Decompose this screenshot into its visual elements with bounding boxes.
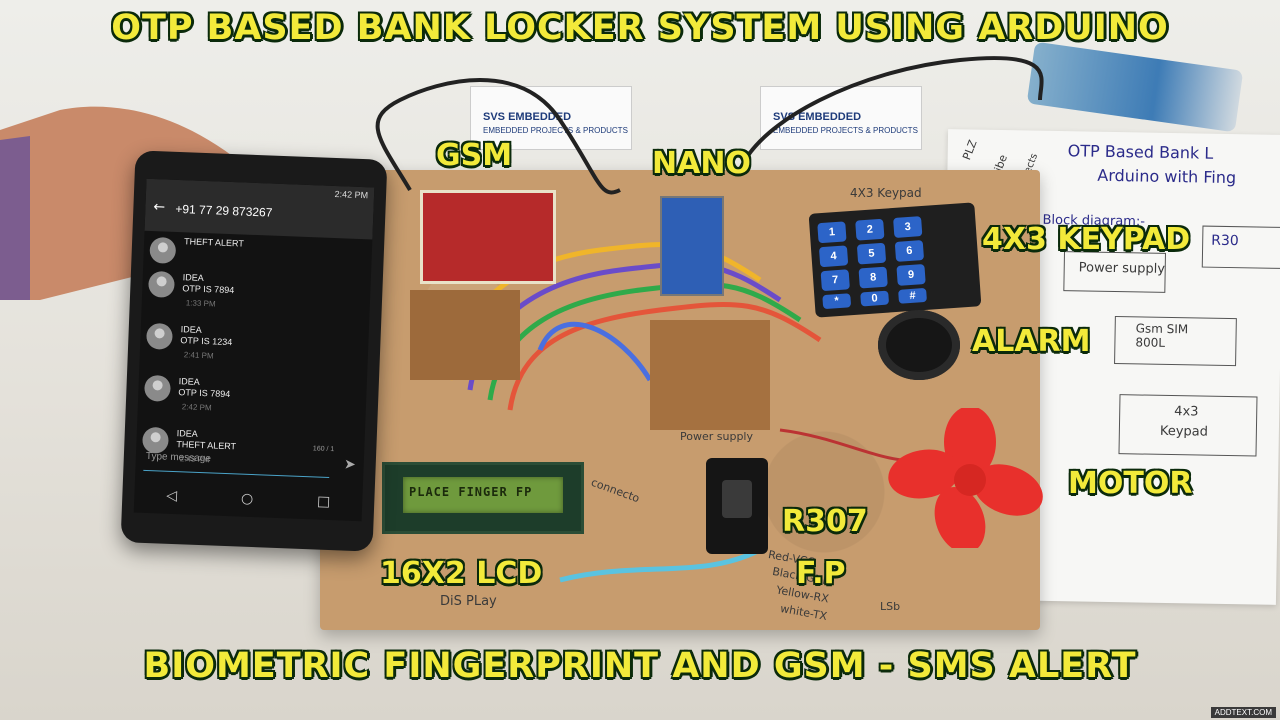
keypad-key: *	[822, 293, 852, 310]
power-supply-pcb-image	[650, 320, 770, 430]
lcd-text: PLACE FINGER FP	[409, 485, 533, 499]
android-navbar: ◁ ○ □	[134, 477, 363, 522]
relay-pcb-image	[410, 290, 520, 380]
business-card-1: SVS EMBEDDED EMBEDDED PROJECTS & PRODUCT…	[470, 86, 632, 150]
card-1-sub: EMBEDDED PROJECTS & PRODUCTS	[483, 126, 628, 135]
keypad-tag: 4X3 Keypad	[850, 186, 922, 200]
sms-body: OTP IS 7894	[182, 283, 235, 296]
label-fp-short: F.P	[796, 556, 846, 591]
sms-body: OTP IS 7894	[178, 387, 231, 400]
nav-back-icon[interactable]: ◁	[166, 487, 178, 505]
phone-image: ← +91 77 29 873267 2:42 PM THEFT ALERT I…	[120, 150, 388, 552]
ann-display: DiS PLay	[440, 594, 497, 609]
label-motor: MOTOR	[1068, 466, 1193, 501]
fan-image	[888, 408, 1043, 548]
sms-body: THEFT ALERT	[183, 236, 244, 249]
back-arrow-icon[interactable]: ←	[153, 199, 166, 216]
label-keypad: 4X3 KEYPAD	[982, 222, 1191, 257]
card-1-name: SVS EMBEDDED	[483, 111, 572, 123]
sms-sender: IDEA	[182, 272, 204, 284]
contact-number: +91 77 29 873267	[175, 201, 273, 220]
phone-screen: ← +91 77 29 873267 2:42 PM THEFT ALERT I…	[133, 178, 375, 522]
keypad-key: 7	[820, 269, 850, 292]
sms-message: IDEA OTP IS 1234 2:41 PM	[139, 317, 369, 378]
label-nano: NANO	[652, 146, 751, 181]
avatar-icon	[146, 322, 173, 350]
arduino-nano-image	[660, 196, 724, 296]
nav-recents-icon[interactable]: □	[316, 493, 331, 511]
avatar-icon	[144, 374, 171, 402]
sms-sender: IDEA	[180, 324, 202, 335]
sms-header: ← +91 77 29 873267 2:42 PM	[144, 178, 375, 240]
keypad-key: 0	[860, 290, 890, 307]
sms-time: 2:41 PM	[183, 350, 214, 361]
keypad-key: 9	[896, 263, 926, 286]
compose-input[interactable]: Type message	[145, 450, 212, 465]
fingerprint-sensor-image	[706, 458, 768, 554]
label-fp-model: R307	[782, 504, 868, 539]
nav-home-icon[interactable]: ○	[240, 490, 254, 508]
status-time: 2:42 PM	[334, 188, 369, 201]
sms-message: IDEA OTP IS 7894 1:33 PM	[141, 265, 371, 326]
keypad-image: 1 2 3 4 5 6 7 8 9 * 0 #	[808, 202, 982, 318]
char-count: 160 / 1	[312, 445, 335, 454]
sms-time: 2:42 PM	[181, 402, 212, 413]
compose-bar[interactable]: 160 / 1 Type message ➤	[135, 445, 364, 482]
keypad-key: 3	[893, 216, 923, 238]
keypad-key: 1	[817, 221, 847, 244]
send-icon[interactable]: ➤	[343, 456, 357, 473]
lcd-window: PLACE FINGER FP	[403, 477, 563, 513]
sms-body: OTP IS 1234	[180, 335, 233, 348]
label-gsm: GSM	[436, 138, 513, 173]
sms-sender: IDEA	[176, 428, 198, 439]
keypad-key: 4	[818, 245, 849, 268]
sms-sender: IDEA	[178, 376, 200, 387]
keypad-key: 5	[856, 242, 887, 265]
keypad-key: 8	[858, 266, 888, 289]
headline-bottom: BIOMETRIC FINGERPRINT AND GSM - SMS ALER…	[143, 646, 1137, 686]
avatar-icon	[149, 236, 177, 264]
keypad-key: #	[898, 287, 927, 304]
card-2-sub: EMBEDDED PROJECTS & PRODUCTS	[773, 126, 918, 135]
buzzer-image	[878, 310, 960, 380]
keypad-key: 2	[855, 218, 885, 241]
watermark: ADDTEXT.COM	[1210, 707, 1276, 718]
sms-message: IDEA OTP IS 7894 2:42 PM	[137, 369, 367, 430]
label-alarm: ALARM	[972, 324, 1091, 359]
headline-top: OTP BASED BANK LOCKER SYSTEM USING ARDUI…	[111, 8, 1169, 48]
lcd-module-image: PLACE FINGER FP	[382, 462, 584, 534]
ann-power-supply: Power supply	[680, 430, 753, 443]
sms-time: 1:33 PM	[185, 298, 216, 309]
label-lcd: 16X2 LCD	[380, 556, 543, 591]
compose-underline	[143, 469, 330, 478]
gsm-module-image	[420, 190, 556, 284]
avatar-icon	[147, 270, 175, 298]
keypad-key: 6	[894, 240, 925, 262]
ann-lsb: LSb	[880, 600, 901, 613]
